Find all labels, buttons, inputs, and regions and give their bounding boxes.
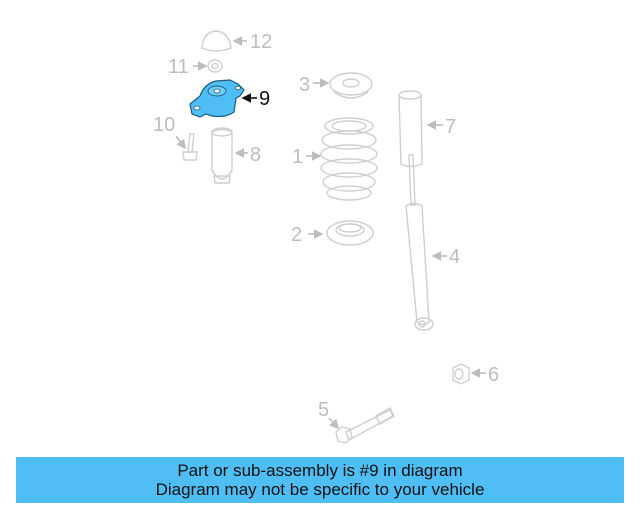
callout-12: 12 xyxy=(250,31,272,53)
part-6-nut[interactable]: 6 xyxy=(452,363,499,386)
part-11-nut[interactable]: 11 xyxy=(168,56,223,78)
callout-7: 7 xyxy=(445,116,456,138)
part-7-dust-boot[interactable]: 7 xyxy=(398,90,456,168)
callout-4: 4 xyxy=(449,246,460,268)
part-1-coil-spring[interactable]: 1 xyxy=(292,117,378,201)
callout-1: 1 xyxy=(292,146,303,168)
callout-8: 8 xyxy=(250,144,261,166)
part-3-upper-spring-seat[interactable]: 3 xyxy=(299,72,373,99)
banner-disclaimer: Diagram may not be specific to your vehi… xyxy=(155,480,485,499)
part-12-cap[interactable]: 12 xyxy=(201,30,272,53)
callout-10: 10 xyxy=(153,114,175,136)
callout-2: 2 xyxy=(291,224,302,246)
part-2-lower-spring-seat[interactable]: 2 xyxy=(291,220,374,246)
part-9-upper-mount[interactable]: 9 xyxy=(189,79,270,118)
banner-part-note: Part or sub-assembly is #9 in diagram xyxy=(177,461,463,480)
callout-5: 5 xyxy=(318,399,329,421)
part-5-bolt[interactable]: 5 xyxy=(318,399,395,444)
part-8-bump-stop[interactable]: 8 xyxy=(211,127,261,184)
callout-11: 11 xyxy=(168,56,189,78)
callout-3: 3 xyxy=(299,74,310,96)
part-10-bolt[interactable]: 10 xyxy=(153,114,198,161)
callout-9: 9 xyxy=(259,88,270,110)
info-banner: Part or sub-assembly is #9 in diagram Di… xyxy=(16,457,624,503)
part-4-shock-absorber[interactable]: 4 xyxy=(405,154,460,331)
callout-6: 6 xyxy=(488,364,499,386)
